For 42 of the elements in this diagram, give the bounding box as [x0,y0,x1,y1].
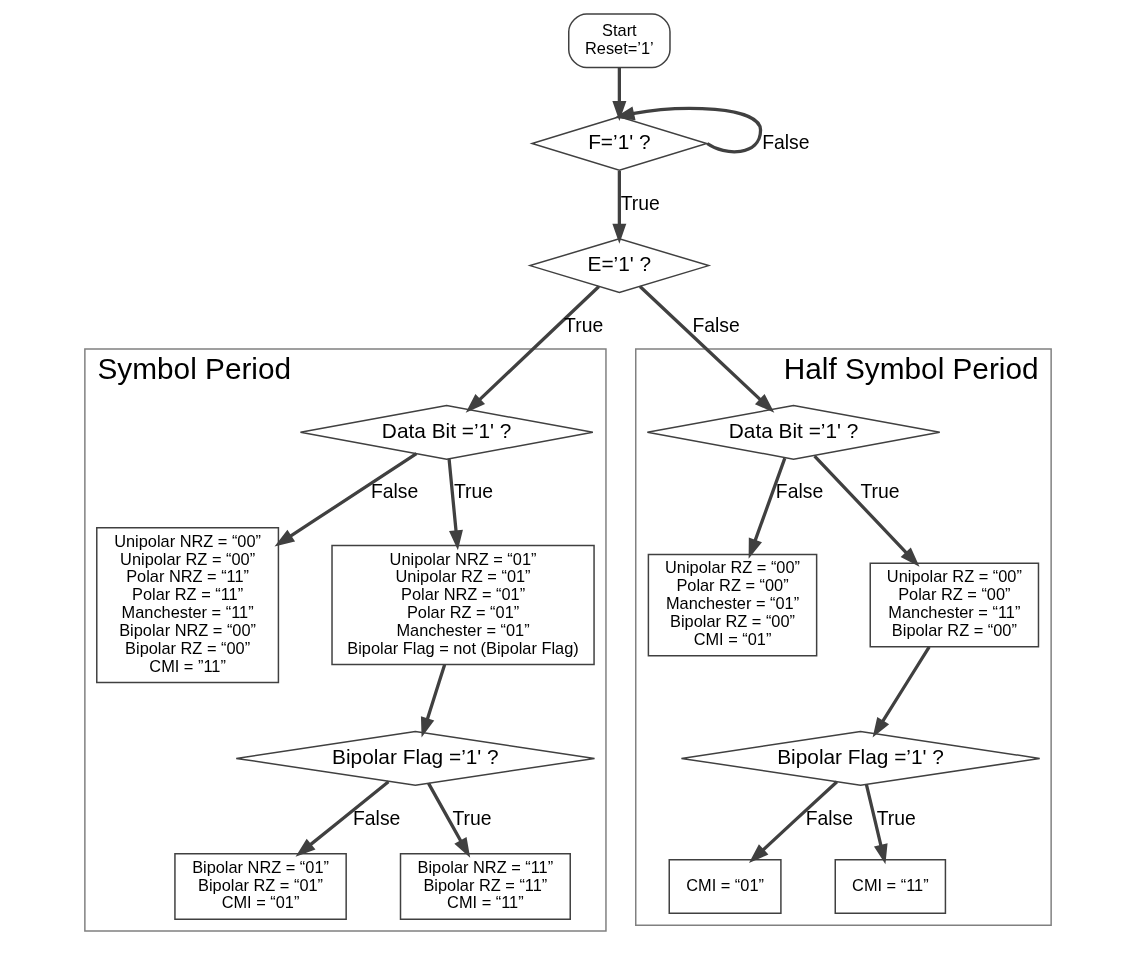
node-diamond: Bipolar Flag =’1' ? [680,730,1041,786]
edge-label: True [453,480,493,503]
node-diamond: F=’1' ? [529,115,710,172]
edge-label: True [860,480,900,503]
node-diamond: Bipolar Flag =’1' ? [235,730,596,786]
node-box: CMI = “11” [834,858,947,914]
edge-label: True [564,313,604,336]
node-box: Bipolar NRZ = “01” Bipolar RZ = “01” CMI = “01” [174,852,347,920]
arrow [813,454,920,567]
arrow [614,106,763,154]
edge-label: False [692,313,740,336]
arrow [612,67,627,122]
arrow [748,457,787,559]
node-diamond: Data Bit =’1' ? [646,404,941,460]
edge-label: False [805,806,853,829]
node-diamond: E=’1' ? [527,238,712,294]
arrow [420,664,447,738]
edge-label: True [452,806,492,829]
arrow [447,458,463,551]
arrow [612,170,627,244]
arrow [274,452,418,547]
edge-label: False [762,130,810,153]
node-box: Bipolar NRZ = “11” Bipolar RZ = “11” CMI = “11” [399,852,571,920]
edge-label: True [620,191,660,214]
node-diamond: Data Bit =’1' ? [299,404,594,460]
arrow [465,285,600,413]
edge-label: False [353,806,401,829]
node-box: Start Reset=’1’ [568,13,671,69]
edge-label: False [775,480,824,503]
arrow [295,780,390,857]
edge-label: False [370,480,419,503]
edge-label: True [876,806,916,829]
node-box: Unipolar RZ = “00” Polar RZ = “00” Manchester = “01” Bipolar RZ = “00” CMI = “01” [647,553,818,657]
node-box: Unipolar RZ = “00” Polar RZ = “00” Manchester = “11” Bipolar RZ = “00” [869,562,1040,648]
arrow [748,780,839,863]
node-box: Unipolar NRZ = “01” Unipolar RZ = “01” Polar NRZ = “01” Polar RZ = “01” Manchester = “01” Bipolar Flag = not (Bipolar Flag) [331,544,595,666]
node-box: Unipolar NRZ = “00” Unipolar RZ = “00” Polar NRZ = “11” Polar RZ = “11” Manchester = “11” Bipolar NRZ = “00” Bipolar RZ = “00” CMI = ”11” [96,526,280,684]
arrow [638,285,775,413]
arrow [872,645,931,738]
node-box: CMI = “01” [668,858,782,914]
arrow [427,782,471,858]
arrow [864,784,888,865]
